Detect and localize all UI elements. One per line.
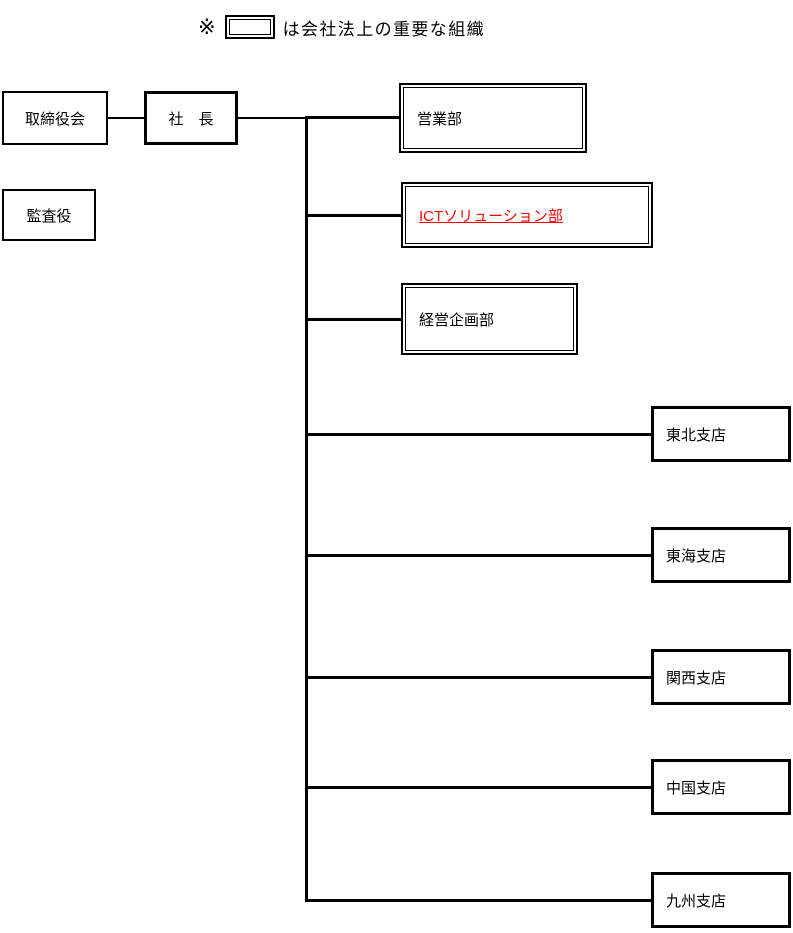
node-label: 関西支店: [666, 669, 727, 687]
connector-trunk-sales: [305, 116, 401, 119]
connector-board-president: [108, 117, 145, 119]
node-board-of-directors[interactable]: 取締役会: [2, 91, 108, 145]
connector-trunk-tohoku: [305, 433, 653, 436]
node-ict-solution-department[interactable]: ICTソリューション部: [401, 182, 653, 248]
node-label: ICTソリューション部: [419, 207, 563, 225]
connector-trunk-chugoku: [305, 786, 653, 789]
node-tokai-branch[interactable]: 東海支店: [651, 527, 791, 583]
node-label: 東北支店: [666, 426, 727, 444]
node-label: 営業部: [417, 110, 463, 128]
node-kyushu-branch[interactable]: 九州支店: [651, 872, 791, 928]
legend-text: は会社法上の重要な組織: [282, 19, 486, 39]
node-label: 九州支店: [666, 892, 727, 910]
connector-trunk-ict: [305, 214, 403, 217]
node-tohoku-branch[interactable]: 東北支店: [651, 406, 791, 462]
node-label: 経営企画部: [419, 311, 495, 329]
node-label: 東海支店: [666, 547, 727, 565]
node-auditor[interactable]: 監査役: [2, 189, 96, 241]
connector-trunk-tokai: [305, 554, 653, 557]
node-corporate-planning-department[interactable]: 経営企画部: [401, 283, 578, 355]
connector-main-trunk: [305, 117, 308, 901]
connector-president-trunk: [238, 117, 308, 119]
reference-mark-icon: ※: [198, 15, 216, 39]
connector-trunk-kyushu: [305, 899, 653, 902]
connector-trunk-kansai: [305, 676, 653, 679]
connector-trunk-planning: [305, 318, 403, 321]
legend: ※ は会社法上の重要な組織: [198, 8, 485, 46]
node-chugoku-branch[interactable]: 中国支店: [651, 759, 791, 815]
node-president[interactable]: 社 長: [144, 91, 238, 145]
node-label: 社 長: [168, 110, 214, 128]
node-label: 中国支店: [666, 779, 727, 797]
node-label: 監査役: [26, 207, 72, 225]
node-kansai-branch[interactable]: 関西支店: [651, 649, 791, 705]
legend-box-icon: [224, 15, 275, 39]
node-sales-department[interactable]: 営業部: [399, 83, 587, 153]
node-label: 取締役会: [24, 110, 85, 128]
